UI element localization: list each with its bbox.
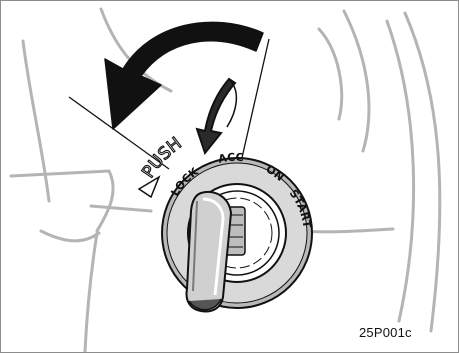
position-label-acc: ACC: [217, 151, 244, 166]
curved-arrow-counterclockwise-icon: [105, 22, 263, 129]
push-in-arrow-icon: [197, 79, 236, 153]
svg-text:PUSH: PUSH: [138, 134, 185, 182]
figure-code: 25P001c: [359, 325, 412, 340]
ignition-key-icon: [187, 192, 231, 312]
